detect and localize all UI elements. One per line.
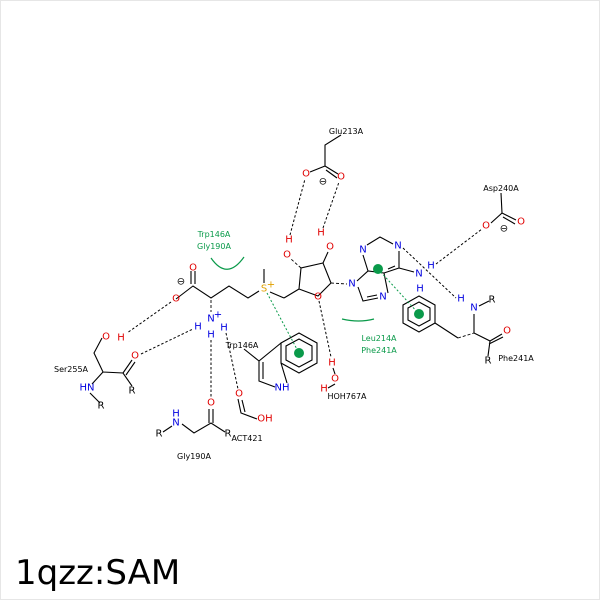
atom-label: O <box>331 374 339 385</box>
atom-label: N <box>348 279 355 290</box>
hydrophobic-label: Phe241A <box>361 346 397 355</box>
atom-label: O <box>314 292 322 303</box>
atom-label: H <box>172 409 180 420</box>
trp-ring-centroid <box>294 348 304 358</box>
atom-label: O <box>302 169 310 180</box>
hydrophobic-label: Trp146A <box>197 230 231 239</box>
atom-label: H <box>285 235 293 246</box>
atom-label: N <box>379 292 386 303</box>
atom-label: R <box>129 386 136 397</box>
atom-label: HN <box>80 383 95 394</box>
atom-label: O <box>102 332 110 343</box>
atom-label: O <box>283 250 291 261</box>
pi-interactions <box>266 264 424 358</box>
adenine-ring-centroid <box>373 264 383 274</box>
residue-label: Ser255A <box>54 365 89 374</box>
atom-label: H <box>328 358 336 369</box>
atom-labels: O O ⊖ O H O H O S + O O ⊖ N + H H H N N … <box>80 169 526 440</box>
residue-label: Glu213A <box>329 127 364 136</box>
atom-label: H <box>457 294 465 305</box>
atom-label: + <box>267 280 275 291</box>
phe-ring-centroid <box>414 309 424 319</box>
atom-label: O <box>131 351 139 362</box>
atom-label: O <box>326 242 334 253</box>
atom-label: O <box>482 221 490 232</box>
atom-label: N <box>207 314 214 325</box>
atom-label: H <box>416 284 424 295</box>
hydrophobic-label: Leu214A <box>361 334 397 343</box>
atom-label: H <box>317 228 325 239</box>
atom-label: N <box>470 303 477 314</box>
residue-label: Trp146A <box>225 341 259 350</box>
atom-label: R <box>98 401 105 412</box>
hydrophobic-label: Gly190A <box>197 242 231 251</box>
atom-label: N <box>394 241 401 252</box>
atom-label: R <box>156 429 163 440</box>
residue-label: Asp240A <box>483 184 519 193</box>
atom-label: N <box>172 418 179 429</box>
atom-label: H <box>194 322 202 333</box>
atom-label: R <box>225 429 232 440</box>
atom-label: H <box>117 333 125 344</box>
atom-label: H <box>207 330 215 341</box>
atom-label: H <box>220 323 228 334</box>
atom-label: O <box>172 294 180 305</box>
atom-label: ⊖ <box>319 177 327 188</box>
atom-label: N <box>359 245 366 256</box>
hydrophobic-arc-2 <box>341 318 375 322</box>
atom-label: ⊖ <box>177 277 185 288</box>
atom-label: ⊖ <box>500 224 508 235</box>
atom-label: NH <box>275 383 290 394</box>
atom-label: N <box>415 269 422 280</box>
atom-label: O <box>337 172 345 183</box>
residue-label: ACT421 <box>231 434 262 443</box>
residue-label: Gly190A <box>177 452 211 461</box>
hydrophobic-arc-1 <box>210 256 245 270</box>
atom-label: H <box>427 261 435 272</box>
page-title: 1qzz:SAM <box>15 553 181 593</box>
atom-label: + <box>214 310 222 321</box>
atom-label: O <box>207 398 215 409</box>
atom-label: H <box>320 384 328 395</box>
residue-label: Phe241A <box>498 354 534 363</box>
atom-label: R <box>485 356 492 367</box>
residue-label: HOH767A <box>327 392 367 401</box>
hydrogen-bonds <box>126 178 483 397</box>
atom-label: R <box>489 295 496 306</box>
atom-label: O <box>189 263 197 274</box>
atom-label: O <box>235 389 243 400</box>
atom-label: S <box>261 284 267 295</box>
atom-label: O <box>503 326 511 337</box>
atom-label: O <box>517 217 525 228</box>
atom-label: OH <box>257 414 272 425</box>
ligand-bonds <box>89 134 517 434</box>
